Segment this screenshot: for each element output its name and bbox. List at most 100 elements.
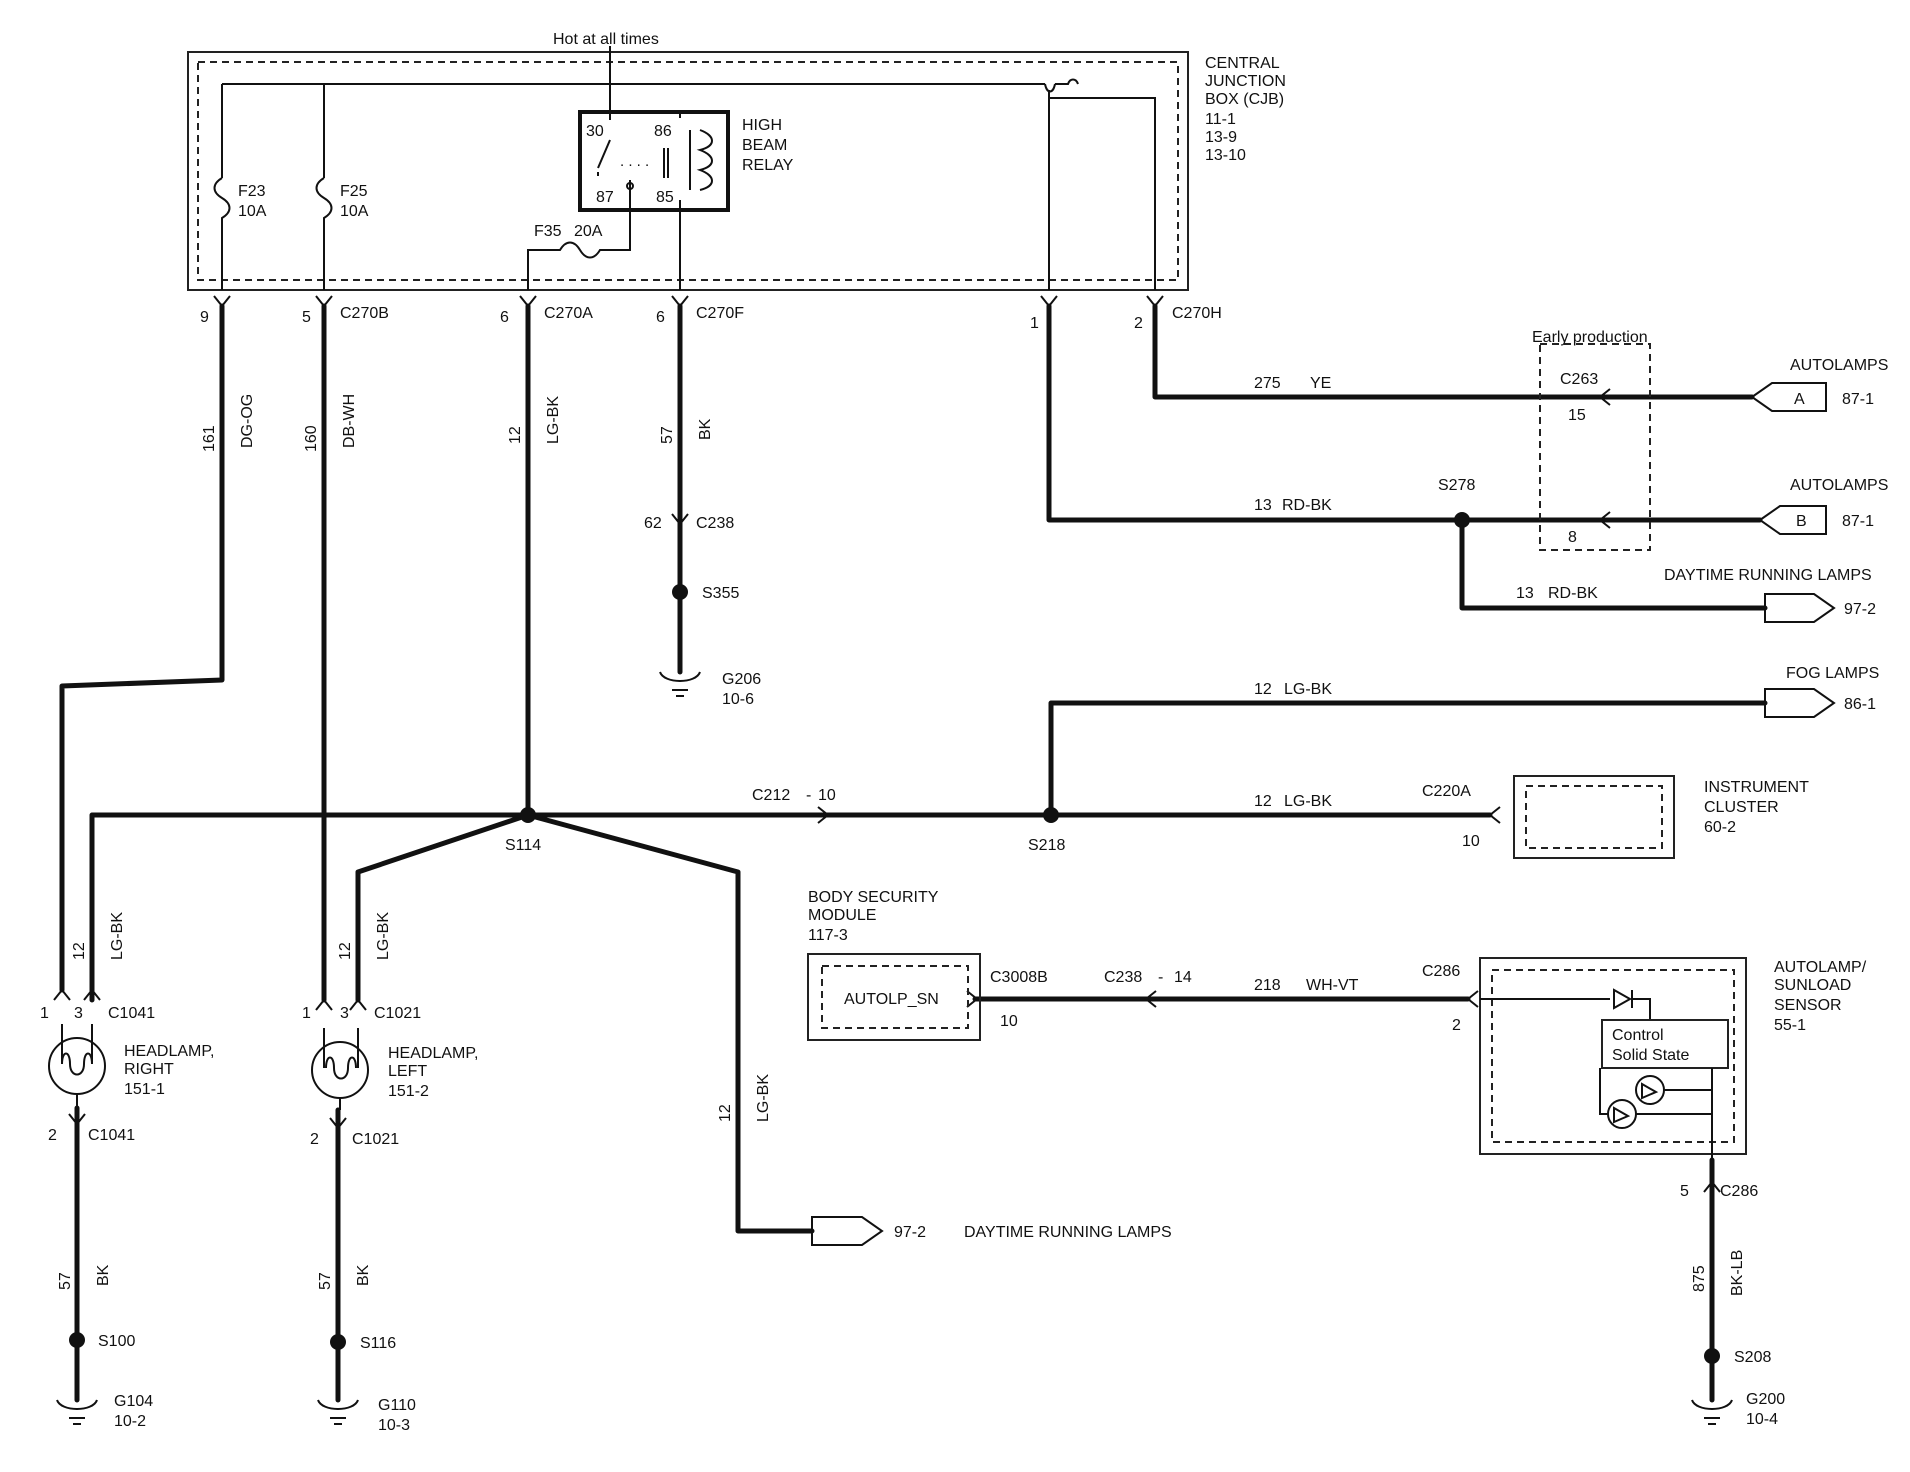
drl-flag-icon-1 <box>1764 593 1836 623</box>
wire-12a-num: 12 <box>507 426 524 444</box>
cjb-internal-bus <box>221 46 1156 290</box>
control-solid-state-box <box>1601 1019 1729 1069</box>
bsm-label-2: MODULE <box>808 907 876 924</box>
photo-diode-1-icon <box>1635 1075 1665 1105</box>
wire-12b-num: 12 <box>1254 681 1272 698</box>
wire-12-horizontal <box>89 812 1493 1003</box>
s100-label: S100 <box>98 1333 135 1350</box>
splice-s116 <box>330 1334 346 1350</box>
c263-pin15: 15 <box>1568 407 1586 424</box>
wire-13-drl <box>1459 517 1768 611</box>
drl-flag-icon-2 <box>811 1216 884 1246</box>
wire-12-left-headlamp <box>355 812 531 1003</box>
cluster-label-1: INSTRUMENT <box>1704 779 1809 796</box>
wire-bkb-color: BK <box>95 1264 112 1286</box>
conn-pin-5: 5 <box>302 309 311 326</box>
s208-label: S208 <box>1734 1349 1771 1366</box>
sensor-label-3: SENSOR <box>1774 997 1842 1014</box>
hll-label-2: LEFT <box>388 1063 427 1080</box>
autolamps-a-flag-icon <box>1750 382 1827 412</box>
wire-bklb-color: BK-LB <box>1729 1250 1746 1296</box>
drl-ref-2: 97-2 <box>894 1224 926 1241</box>
hlr-label-2: RIGHT <box>124 1061 174 1078</box>
wire-lgbke-color: LG-BK <box>375 912 392 960</box>
c238b-label: C238 <box>1104 969 1142 986</box>
drl-label-2: DAYTIME RUNNING LAMPS <box>964 1224 1172 1241</box>
wire-lgbkb-color: LG-BK <box>1284 681 1332 698</box>
wire-57a-num: 57 <box>659 426 676 444</box>
autolamps-b-ref: 87-1 <box>1842 513 1874 530</box>
sensor-label-2: SUNLOAD <box>1774 977 1851 994</box>
g200-label: G200 <box>1746 1391 1785 1408</box>
wire-57c-num: 57 <box>317 1272 334 1290</box>
wire-lgbkf-color: LG-BK <box>755 1074 772 1122</box>
s116-label: S116 <box>360 1335 396 1352</box>
relay-pin85: 85 <box>656 189 674 206</box>
ground-g206-icon <box>659 671 701 697</box>
autolamp-sunload-sensor: AUTOLAMP/ SUNLOAD SENSOR 55-1 Control So… <box>1479 957 1867 1160</box>
hlr-ref: 151-1 <box>124 1081 165 1098</box>
autolamps-b-flag-icon <box>1758 505 1827 535</box>
wire-12-drl <box>525 812 815 1234</box>
c3008b-pin: 10 <box>1000 1013 1018 1030</box>
wire-12c-num: 12 <box>1254 793 1272 810</box>
c212-label: C212 <box>752 787 790 804</box>
cluster-label-2: CLUSTER <box>1704 799 1779 816</box>
cjb-feed-1045 <box>1044 83 1056 290</box>
c238-pin: 62 <box>644 515 662 532</box>
hlr-connector: C1041 <box>108 1005 155 1022</box>
fog-lamps-label: FOG LAMPS <box>1786 665 1879 682</box>
wire-13a-num: 13 <box>1254 497 1272 514</box>
c212-dash: - <box>806 787 811 804</box>
central-junction-box: Hot at all times CENTRAL JUNCTION BOX (C… <box>187 31 1286 291</box>
off-page-refs: AUTOLAMPS A 87-1 AUTOLAMPS B 87-1 DAYTIM… <box>811 357 1888 1246</box>
wire-275 <box>1152 303 1755 400</box>
autolamps-a-label: AUTOLAMPS <box>1790 357 1888 374</box>
fog-ref: 86-1 <box>1844 696 1876 713</box>
photo-diode-2-icon <box>1607 1099 1637 1129</box>
wire-bka-color: BK <box>697 418 714 440</box>
ground-g110-icon <box>317 1399 359 1425</box>
wire-labels: 161 DG-OG 160 DB-WH 12 LG-BK 57 BK 275 Y… <box>57 375 1746 1296</box>
g206-ref: 10-6 <box>722 691 754 708</box>
wire-161-num: 161 <box>201 425 218 452</box>
hll-pin2: 2 <box>310 1131 319 1148</box>
wire-13-cjb <box>1046 303 1473 523</box>
conn-pin-2h: 2 <box>1134 315 1143 332</box>
wire-12e-num: 12 <box>337 942 354 960</box>
fuse-f35-amp: 20A <box>574 223 603 240</box>
fuse-f23-icon <box>213 177 231 290</box>
relay-label-1: HIGH <box>742 117 782 134</box>
wire-dbwh-color: DB-WH <box>341 394 358 448</box>
c286b-label: C286 <box>1720 1183 1758 1200</box>
relay-pin86: 86 <box>654 123 672 140</box>
s218-label: S218 <box>1028 837 1065 854</box>
g206-label: G206 <box>722 671 761 688</box>
fuse-f25-name: F25 <box>340 183 368 200</box>
fuse-f25-icon <box>315 177 333 290</box>
wire-57b-num: 57 <box>57 1272 74 1290</box>
sensor-ref: 55-1 <box>1774 1017 1806 1034</box>
control-label-2: Solid State <box>1612 1047 1689 1064</box>
splice-s114 <box>520 807 536 823</box>
hll-ref: 151-2 <box>388 1083 429 1100</box>
instrument-cluster: INSTRUMENT CLUSTER 60-2 <box>1513 775 1809 859</box>
fuse-f35-name: F35 <box>534 223 562 240</box>
cjb-ref2: 13-9 <box>1205 129 1237 146</box>
wire-275-num: 275 <box>1254 375 1281 392</box>
wire-dgog-color: DG-OG <box>239 394 256 448</box>
wire-rdbka-color: RD-BK <box>1282 497 1332 514</box>
c263-label: C263 <box>1560 371 1598 388</box>
autolamps-b-pin: B <box>1796 513 1807 530</box>
g110-ref: 10-3 <box>378 1417 410 1434</box>
hll-connector-2: C1021 <box>352 1131 399 1148</box>
drl-ref-1: 97-2 <box>1844 601 1876 618</box>
wire-ye-color: YE <box>1310 375 1331 392</box>
relay-label-3: RELAY <box>742 157 794 174</box>
cjb-title-line3: BOX (CJB) <box>1205 91 1284 108</box>
conn-pin-1: 1 <box>1030 315 1039 332</box>
high-beam-relay: . . . . 30 86 87 85 HIGH BEAM RELAY <box>578 84 794 290</box>
conn-c270h: C270H <box>1172 305 1222 322</box>
c238b-pin: 14 <box>1174 969 1192 986</box>
wire-rdbkb-color: RD-BK <box>1548 585 1598 602</box>
